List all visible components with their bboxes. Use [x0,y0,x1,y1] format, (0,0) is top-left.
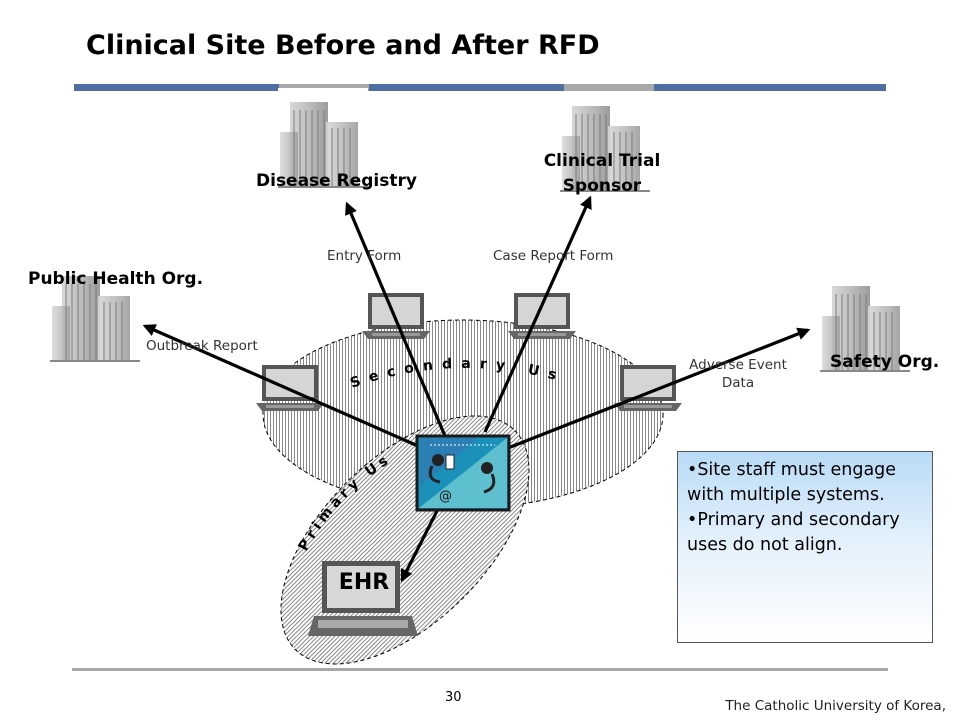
clinical-trial-sponsor-label: Clinical Trial Sponsor [540,149,664,199]
laptop-icon [508,293,576,339]
info-bullet-1-line-2: with multiple systems. [687,485,885,505]
disease-registry-label: Disease Registry [256,171,417,191]
clinical-trial-sponsor-line-2: Sponsor [562,176,642,196]
adverse-event-line-1: Adverse Event [689,357,787,373]
public-health-label: Public Health Org. [28,269,204,289]
info-bullet-1-line-1: •Site staff must engage [687,460,897,480]
title-rule [74,84,886,91]
adverse-event-label: Adverse Event Data [680,356,796,392]
svg-text:@: @ [439,489,452,504]
clinical-trial-sponsor-line-1: Clinical Trial [543,151,661,171]
info-box: •Site staff must engage with multiple sy… [677,451,933,643]
safety-org-label: Safety Org. [830,352,940,372]
case-report-form-label: Case Report Form [493,248,614,264]
footer-organization: The Catholic University of Korea, [725,698,946,714]
adverse-event-line-2: Data [721,375,755,391]
info-bullet-2-line-2: uses do not align. [687,535,843,555]
footer-rule [72,668,888,671]
slide-title: Clinical Site Before and After RFD [86,30,600,61]
ehr-terminal-icon [308,561,418,636]
entry-form-label: Entry Form [327,248,402,264]
ehr-label: EHR [338,570,390,595]
page-number: 30 [445,690,462,705]
clinical-system-icon: @ [415,434,511,512]
outbreak-report-label: Outbreak Report [146,338,258,354]
info-bullet-2-line-1: •Primary and secondary [687,510,900,530]
laptop-icon [614,365,682,411]
